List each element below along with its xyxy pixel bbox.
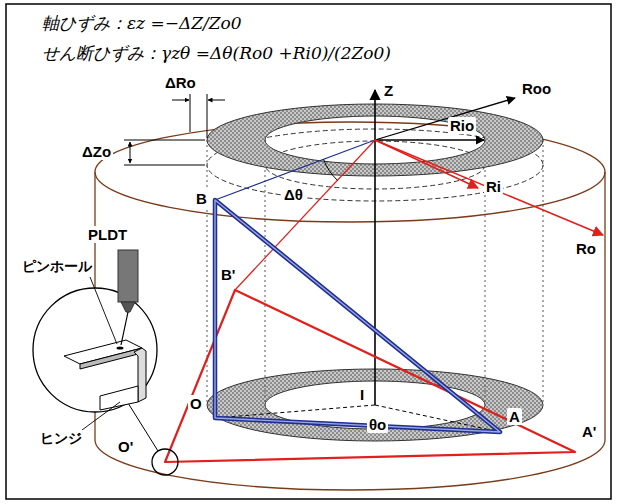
radius-label: Ro (574, 240, 598, 257)
deformed-triangle (165, 290, 575, 462)
point-label: A' (580, 423, 598, 440)
point-label: B (194, 190, 209, 207)
rotation-line (235, 140, 375, 290)
leader-line (82, 402, 120, 430)
dimension-line (172, 94, 225, 138)
part-label: ヒンジ (38, 430, 84, 446)
angle-label: Δθ (282, 186, 305, 203)
radius-arrow (375, 140, 603, 235)
strain-formula: せん断ひずみ：γzθ =Δθ(Ro0 +Ri0)/(2Zo0) (42, 44, 391, 64)
pldt-gauge (118, 250, 138, 345)
dimension-line (124, 140, 205, 165)
hinge-symbol (64, 340, 146, 410)
strain-formula: 軸ひずみ：εz =−ΔZ/Zo0 (42, 14, 242, 34)
part-label: ピンホール (20, 258, 94, 274)
part-label: PLDT (86, 226, 129, 243)
point-label: O' (116, 438, 135, 455)
angle-label: θo (367, 416, 388, 433)
point-label: B' (219, 266, 237, 283)
dimension-label: ΔRo (163, 74, 198, 91)
initial-triangle (215, 200, 500, 432)
angle-arc (324, 159, 338, 180)
dimension-label: ΔZo (80, 143, 113, 160)
point-label: A (507, 408, 522, 425)
radius-arrow (375, 98, 515, 140)
radius-arrow (375, 140, 478, 188)
radius-arrow (375, 139, 484, 140)
radius-label: Roo (520, 80, 553, 97)
frame (6, 4, 611, 499)
axis-label: Z (382, 82, 395, 99)
outer-cylinder (95, 122, 605, 490)
radius-label: Ri (484, 178, 503, 195)
point-label: I (358, 386, 366, 403)
point-label: O (188, 395, 204, 412)
detail-marker (152, 449, 178, 475)
detail-circle (33, 288, 157, 412)
leader-line (90, 277, 117, 344)
radius-label: Rio (448, 117, 476, 134)
